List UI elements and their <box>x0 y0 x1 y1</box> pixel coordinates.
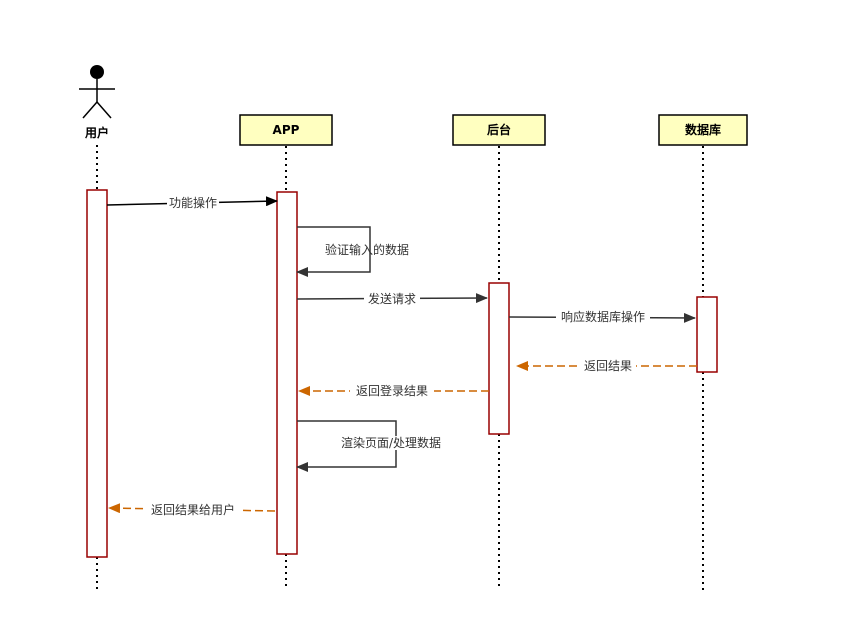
actor-user-icon[interactable] <box>79 65 115 119</box>
participant-app-label: APP <box>273 123 300 137</box>
activation-user[interactable] <box>86 189 108 558</box>
message-return-login-result[interactable]: 返回登录结果 <box>298 383 489 398</box>
message-render-page[interactable]: 渲染页面/处理数据 <box>296 420 452 472</box>
participant-app[interactable]: APP <box>239 114 333 146</box>
message-label: 返回结果给用户 <box>151 502 235 517</box>
actor-user-label: 用户 <box>84 125 109 140</box>
participant-database-label: 数据库 <box>685 122 721 137</box>
message-function-operation[interactable]: 功能操作 <box>106 195 278 210</box>
message-label: 渲染页面/处理数据 <box>341 435 441 450</box>
participant-backend[interactable]: 后台 <box>452 114 546 146</box>
message-return-to-user[interactable]: 返回结果给用户 <box>108 502 276 517</box>
activation-backend[interactable] <box>488 282 510 435</box>
participant-database[interactable]: 数据库 <box>658 114 748 146</box>
activation-database[interactable] <box>696 296 718 373</box>
message-db-operation[interactable]: 响应数据库操作 <box>508 309 696 324</box>
message-label: 功能操作 <box>169 195 217 210</box>
message-label: 响应数据库操作 <box>561 309 645 324</box>
activation-app[interactable] <box>276 191 298 555</box>
message-label: 验证输入的数据 <box>325 242 409 257</box>
message-validate-input[interactable]: 验证输入的数据 <box>296 226 409 277</box>
message-label: 返回结果 <box>584 359 632 373</box>
message-label: 发送请求 <box>368 291 416 306</box>
message-return-result[interactable]: 返回结果 <box>516 359 697 373</box>
participant-backend-label: 后台 <box>487 122 511 137</box>
message-label: 返回登录结果 <box>356 383 428 398</box>
message-send-request[interactable]: 发送请求 <box>296 291 488 306</box>
